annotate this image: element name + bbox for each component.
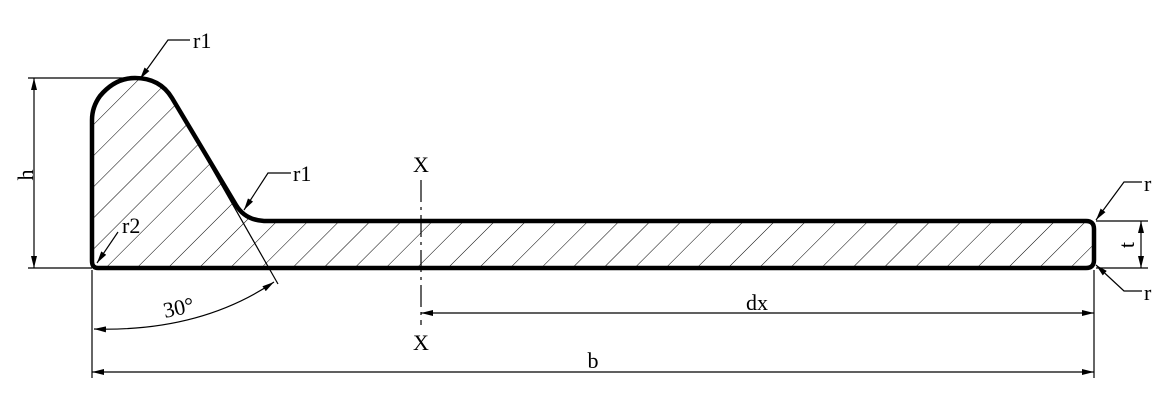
r-top-right-label: r	[1144, 171, 1152, 196]
r1-mid-leader	[243, 172, 291, 211]
r-bottom-right-leader	[1095, 264, 1142, 292]
r1-top-leader	[139, 39, 190, 80]
r1-top-label: r1	[193, 28, 211, 53]
angle-reference-line	[171, 97, 279, 285]
profile-outline	[89, 75, 1097, 271]
dx-label: dx	[746, 290, 768, 315]
x-axis-bottom-label: X	[413, 330, 429, 355]
r-bottom-right-label: r	[1144, 280, 1152, 305]
b-label: b	[588, 348, 599, 373]
r2-leader	[96, 231, 119, 264]
r2-label: r2	[122, 213, 140, 238]
x-axis-top-label: X	[413, 152, 429, 177]
r-top-right-leader	[1095, 181, 1142, 221]
angle-arc	[93, 281, 275, 333]
angle-label: 30°	[161, 292, 196, 323]
r1-mid-label: r1	[293, 161, 311, 186]
h-label: h	[13, 170, 38, 181]
t-label: t	[1114, 242, 1139, 248]
